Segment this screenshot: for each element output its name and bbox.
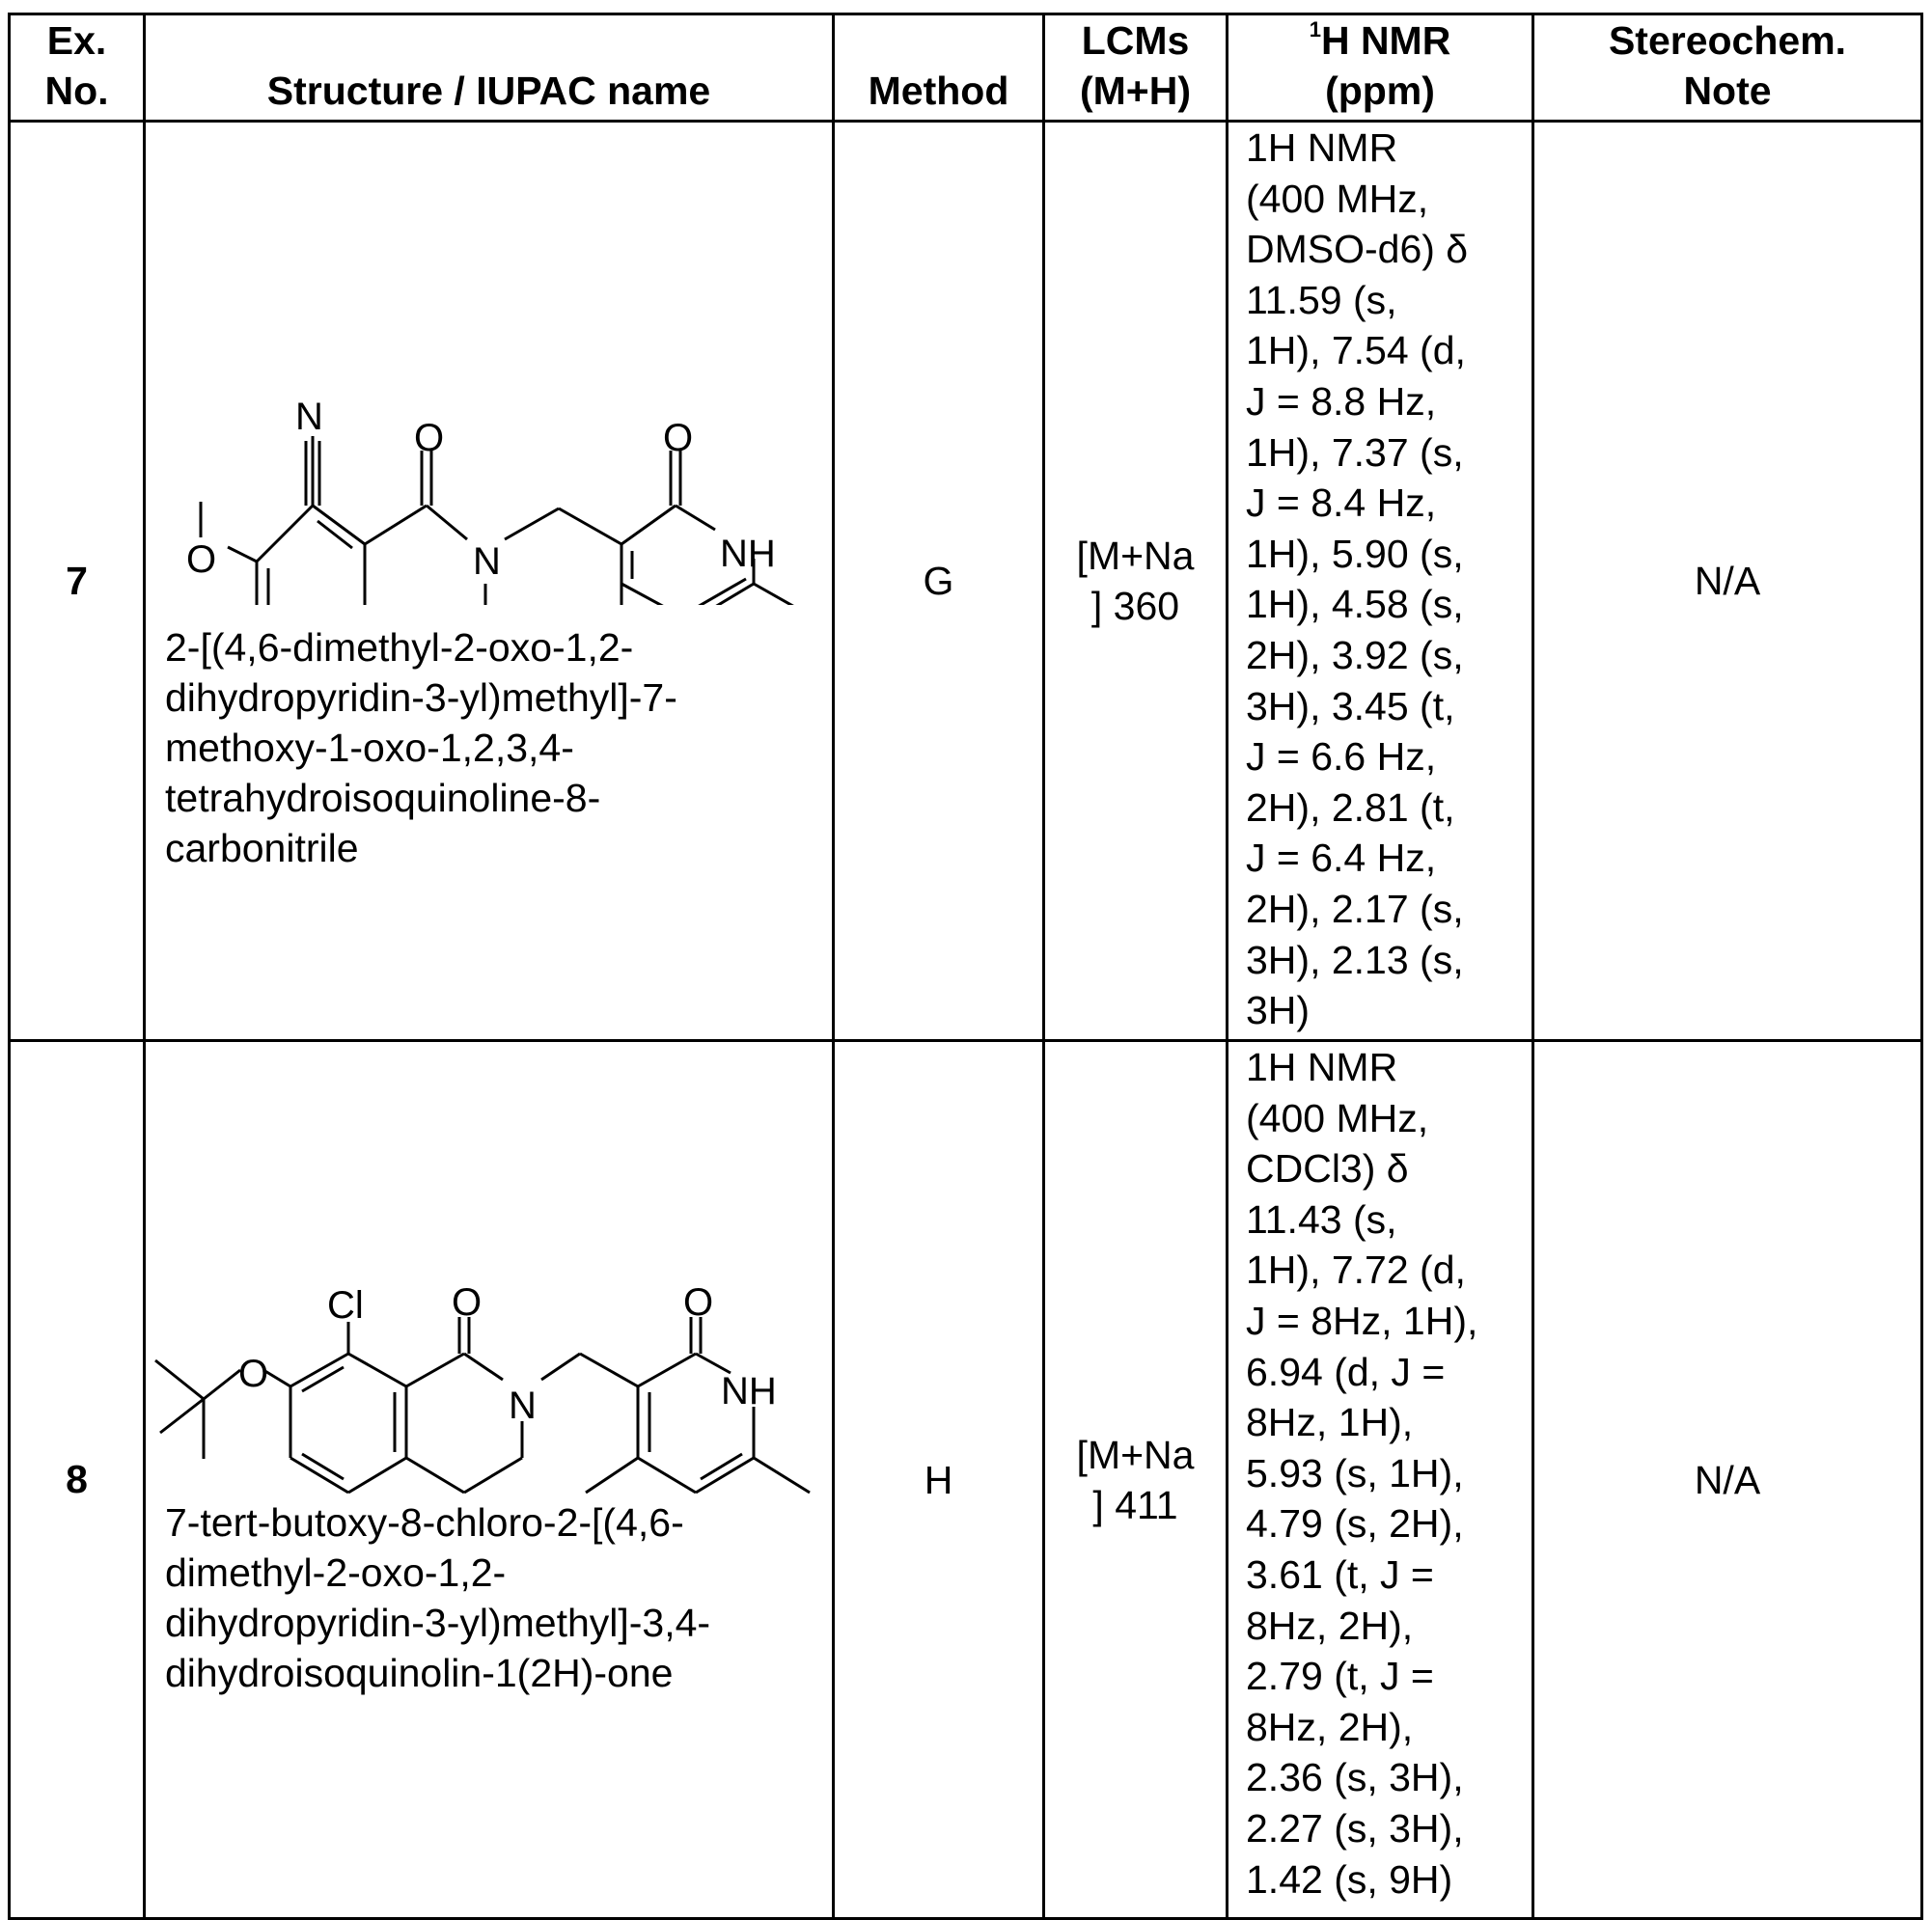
header-nmr: 1H NMR (ppm)	[1228, 14, 1533, 122]
lcms-cell: [M+Na ] 411	[1044, 1041, 1228, 1919]
header-method: Method	[834, 14, 1044, 122]
header-nmr-superscript: 1	[1310, 17, 1321, 41]
pyridone-o-atom: O	[683, 1281, 713, 1324]
iupac-name: 2-[(4,6-dimethyl-2-oxo-1,2- dihydropyrid…	[146, 622, 677, 873]
header-structure: Structure / IUPAC name	[145, 14, 834, 122]
ring-n-atom: N	[509, 1385, 537, 1427]
nmr-cell: 1H NMR (400 MHz, DMSO-d6) δ 11.59 (s, 1H…	[1228, 122, 1533, 1041]
header-lcms: LCMs (M+H)	[1044, 14, 1228, 122]
ring-n-atom: N	[473, 540, 501, 583]
structure-cell: Cl O O N O NH 7-tert-butoxy-8-chloro-2-[…	[145, 1041, 834, 1919]
carbonyl-o-atom: O	[452, 1281, 482, 1324]
header-stereo: Stereochem. Note	[1533, 14, 1922, 122]
pyridone-nh-atom: NH	[720, 533, 776, 575]
methoxy-o-atom: O	[186, 538, 216, 581]
lcms-cell: [M+Na ] 360	[1044, 122, 1228, 1041]
ether-o-atom: O	[238, 1353, 268, 1395]
nitrile-n-atom: N	[295, 396, 323, 438]
stereo-note-cell: N/A	[1533, 1041, 1922, 1919]
pyridone-nh-atom: NH	[721, 1370, 777, 1413]
ex-no-cell: 8	[10, 1041, 145, 1919]
header-nmr-label: H NMR	[1321, 18, 1450, 63]
header-row: Ex. No. Structure / IUPAC name Method LC…	[10, 14, 1922, 122]
chemical-structure-drawing: Cl O O N O NH	[146, 1042, 835, 1524]
ex-no-cell: 7	[10, 122, 145, 1041]
table-row: 8	[10, 1041, 1922, 1919]
structure-cell: N O O N O NH 2-[(4,6-dimethyl-2-oxo-1,2-…	[145, 122, 834, 1041]
header-ex-no: Ex. No.	[10, 14, 145, 122]
header-nmr-unit: (ppm)	[1325, 69, 1435, 113]
chemical-structure-drawing: N O O N O NH	[146, 123, 835, 605]
carbonyl-o-atom: O	[414, 417, 444, 459]
table-row: 7	[10, 122, 1922, 1041]
compound-table: Ex. No. Structure / IUPAC name Method LC…	[8, 13, 1923, 1920]
chloro-atom: Cl	[327, 1284, 364, 1327]
iupac-name: 7-tert-butoxy-8-chloro-2-[(4,6- dimethyl…	[146, 1497, 710, 1698]
stereo-note-cell: N/A	[1533, 122, 1922, 1041]
method-cell: G	[834, 122, 1044, 1041]
method-cell: H	[834, 1041, 1044, 1919]
pyridone-o-atom: O	[663, 417, 693, 459]
nmr-cell: 1H NMR (400 MHz, CDCl3) δ 11.43 (s, 1H),…	[1228, 1041, 1533, 1919]
